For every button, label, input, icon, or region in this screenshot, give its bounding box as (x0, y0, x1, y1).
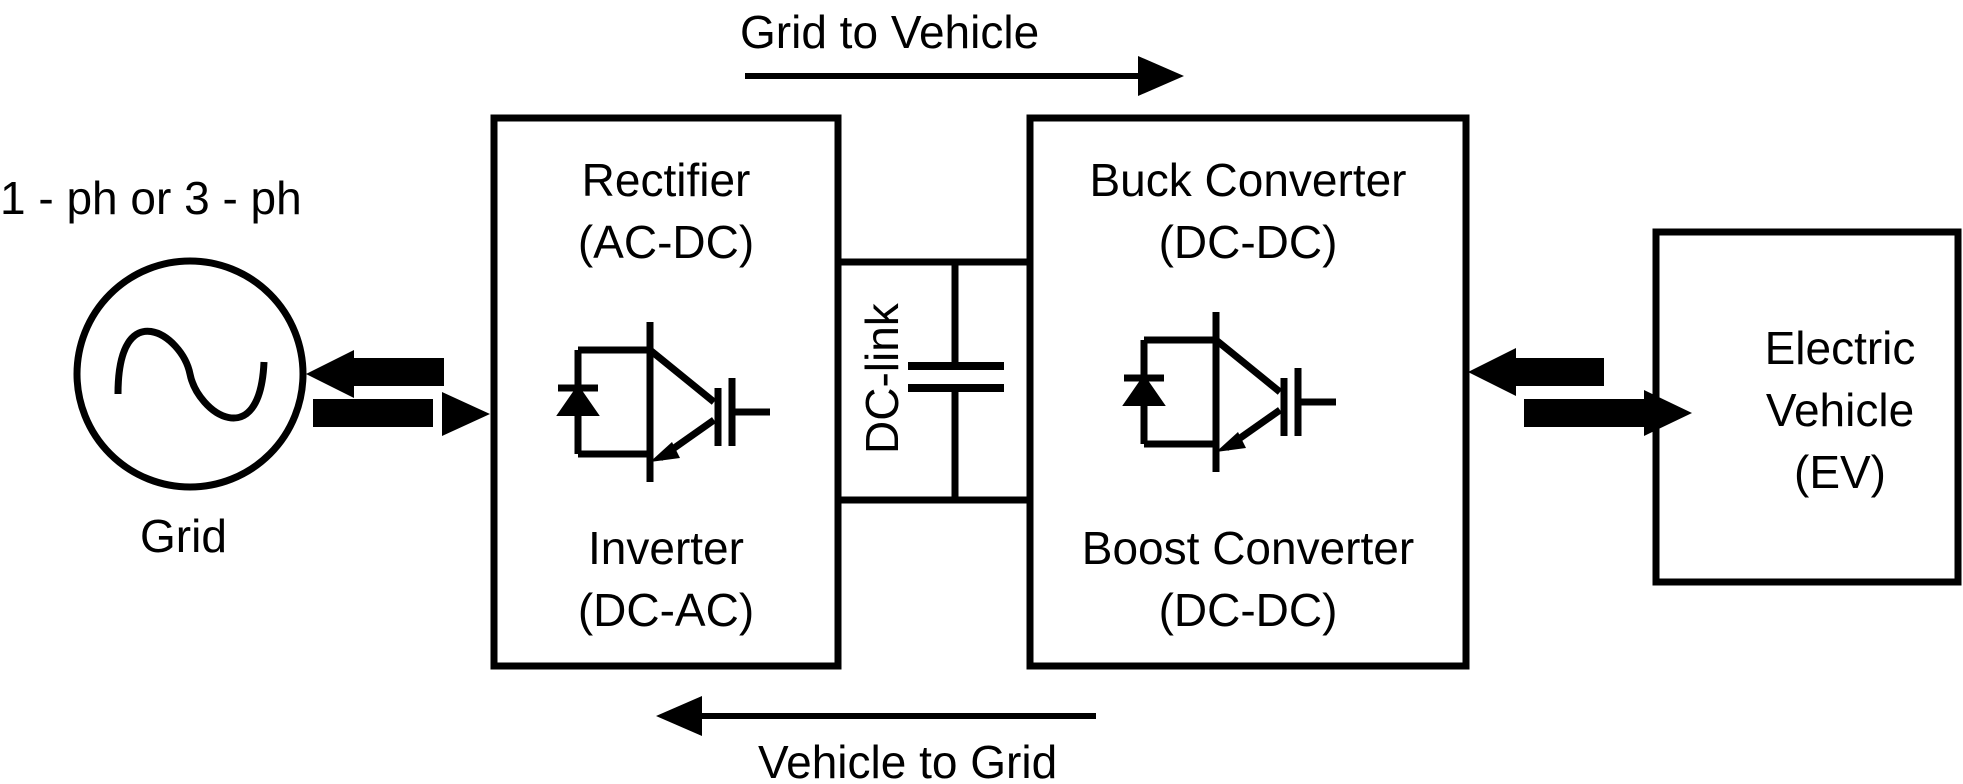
rectifier-title: Rectifier (582, 154, 751, 206)
dc-link: DC-link (838, 258, 1030, 504)
buck-subtitle: (DC-DC) (1159, 216, 1338, 268)
ac-source-icon (73, 257, 307, 491)
ev-label-line1: Electric (1765, 322, 1916, 374)
grid-to-vehicle-arrow (745, 56, 1184, 96)
ev-bidirectional-arrows (1468, 348, 1692, 436)
igbt-diode-icon (558, 322, 770, 482)
ev-label-line2: Vehicle (1766, 384, 1914, 436)
electric-vehicle-block: Electric Vehicle (EV) (1652, 228, 1962, 586)
boost-title: Boost Converter (1082, 522, 1414, 574)
grid-bidirectional-arrows (306, 350, 490, 436)
ev-label-line3: (EV) (1794, 446, 1886, 498)
vehicle-to-grid-label: Vehicle to Grid (758, 736, 1057, 784)
vehicle-to-grid-arrow (656, 696, 1096, 736)
inverter-title: Inverter (588, 522, 744, 574)
rectifier-subtitle: (AC-DC) (578, 216, 754, 268)
dc-link-label: DC-link (856, 302, 908, 454)
inverter-subtitle: (DC-AC) (578, 584, 754, 636)
buck-title: Buck Converter (1089, 154, 1406, 206)
igbt-diode-icon (1124, 312, 1336, 472)
buck-boost-block: Buck Converter (DC-DC) Boost Converter (… (1026, 114, 1470, 670)
rectifier-inverter-block: Rectifier (AC-DC) Inverter (DC-AC) (490, 114, 842, 670)
grid-phase-label: 1 - ph or 3 - ph (0, 172, 302, 224)
boost-subtitle: (DC-DC) (1159, 584, 1338, 636)
capacitor-icon (908, 262, 1004, 500)
grid-label: Grid (140, 510, 227, 562)
grid-to-vehicle-label: Grid to Vehicle (740, 6, 1039, 58)
